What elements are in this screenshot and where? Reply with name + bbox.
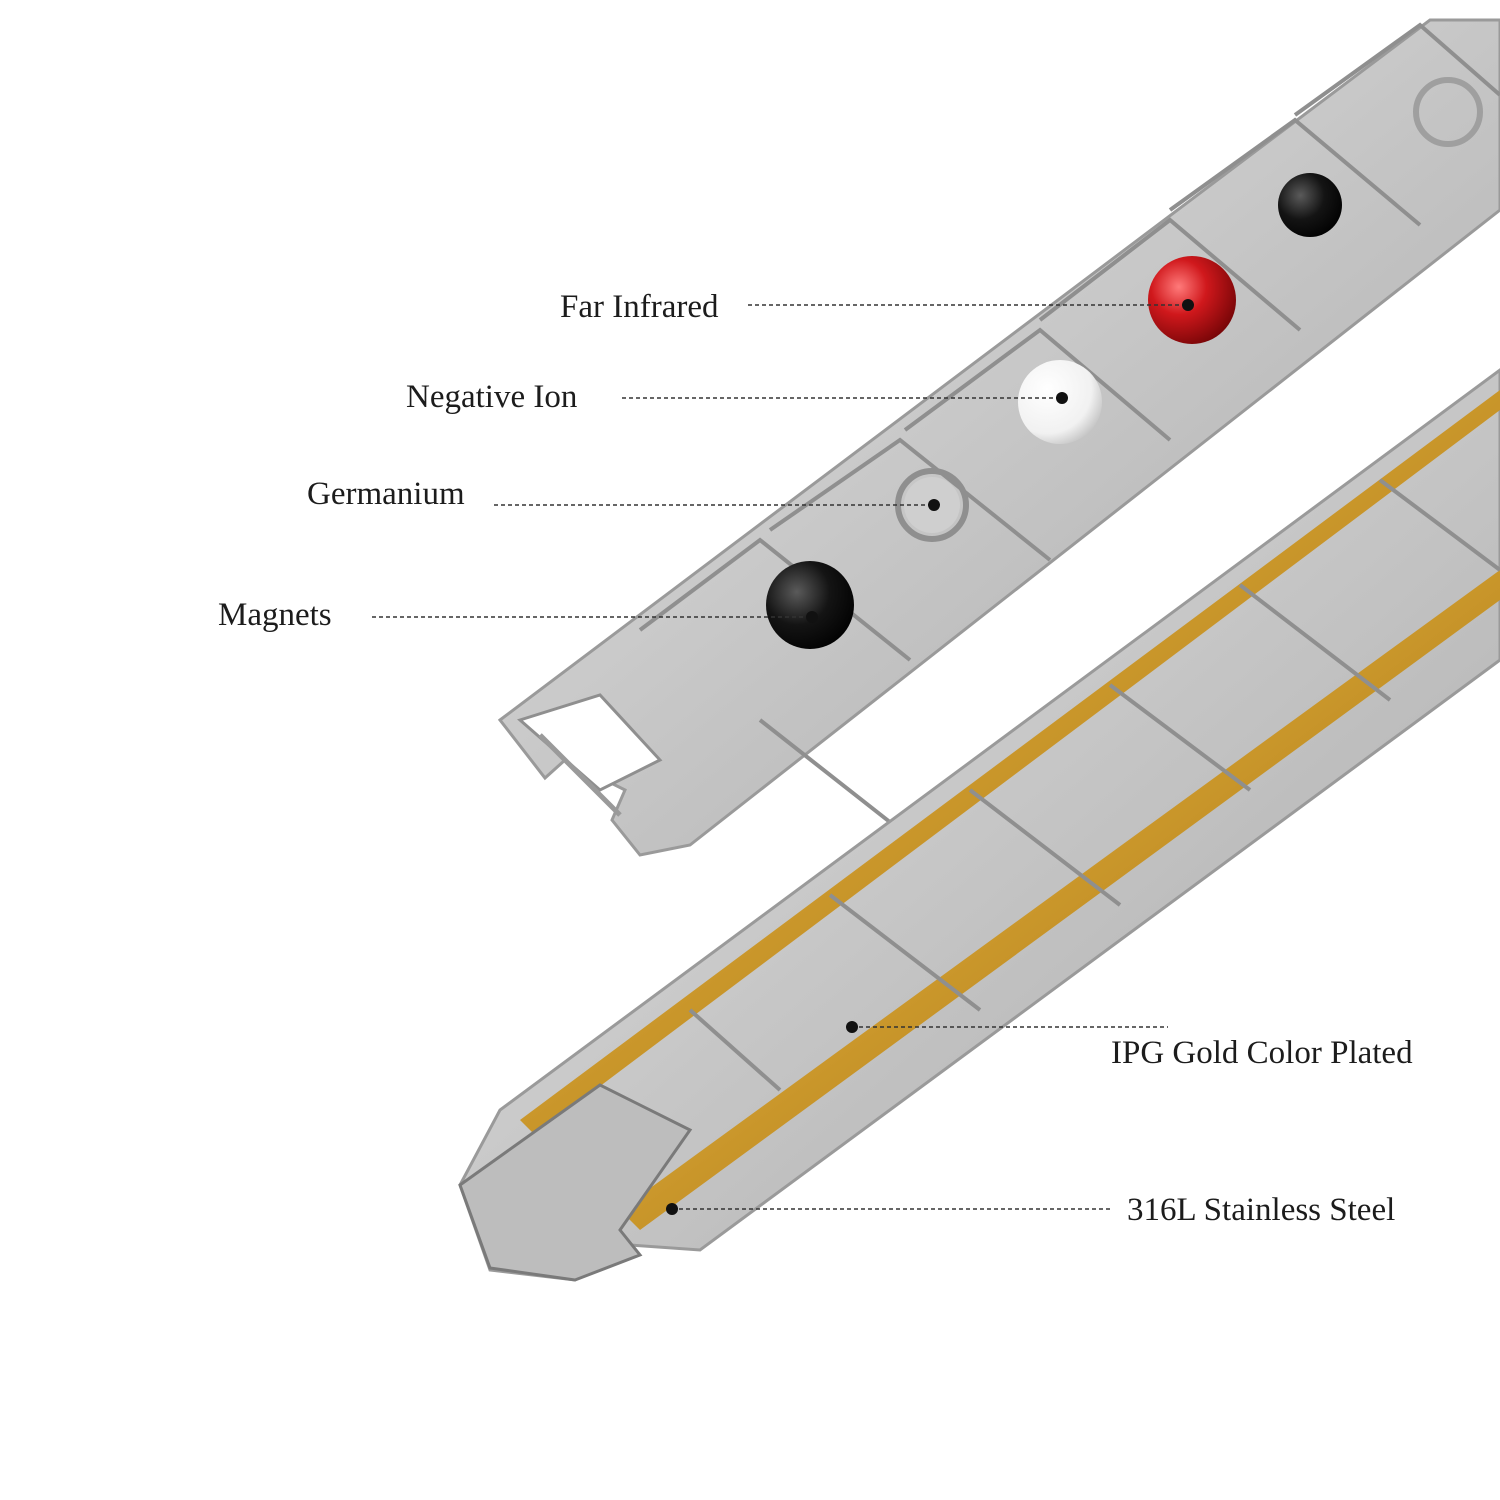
leader-dots xyxy=(666,299,1194,1215)
upper-bracelet xyxy=(497,18,1500,857)
germanium-ring xyxy=(895,468,969,542)
gold-plated-label: IPG Gold Color Plated xyxy=(1111,1035,1413,1071)
germanium-label: Germanium xyxy=(307,476,465,512)
gold-stripe-upper xyxy=(520,390,1500,1135)
magnets-label: Magnets xyxy=(218,597,332,633)
red-far-infrared-stone xyxy=(1148,256,1236,344)
gold-stripe xyxy=(620,570,1500,1230)
leader-lines xyxy=(372,304,1188,1210)
far-infrared-label: Far Infrared xyxy=(560,289,719,325)
upper-steel-ring xyxy=(1413,77,1483,147)
black-magnet-stone-lower xyxy=(766,561,854,649)
stainless-steel-label: 316L Stainless Steel xyxy=(1127,1192,1396,1228)
upper-bracelet-band xyxy=(497,18,1500,857)
lower-bracelet xyxy=(458,368,1500,1282)
negative-ion-label: Negative Ion xyxy=(406,379,578,415)
lower-clasp xyxy=(458,1083,693,1282)
black-magnet-stone xyxy=(1278,173,1342,237)
